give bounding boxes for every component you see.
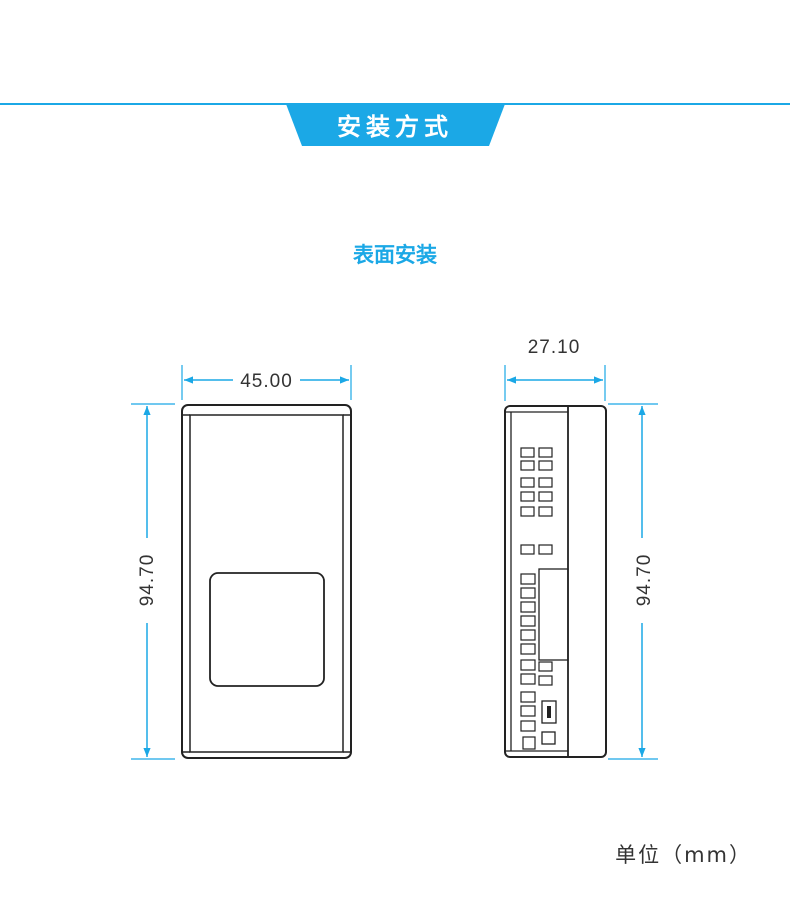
terminal-slot [538, 491, 553, 502]
side-terminal-slots [520, 447, 553, 750]
side-switch [541, 700, 557, 724]
terminal-slot [520, 720, 536, 732]
terminal-slot [538, 506, 553, 517]
side-outer-frame [504, 405, 607, 758]
side-view [504, 405, 607, 758]
terminal-slot [538, 675, 553, 686]
terminal-slot [520, 544, 535, 555]
terminal-slot [520, 601, 536, 613]
terminal-slot [520, 506, 535, 517]
terminal-slot [520, 691, 536, 703]
front-height-dimension: 94.70 [131, 403, 175, 760]
side-height-label: 94.70 [634, 554, 655, 607]
terminal-slot [520, 615, 536, 627]
side-height-dimension: 94.70 [608, 403, 658, 760]
side-depth-label: 27.10 [528, 337, 581, 358]
terminal-slot [538, 661, 553, 672]
terminal-slot [520, 629, 536, 641]
side-led [541, 731, 556, 745]
header-banner [286, 104, 505, 146]
terminal-slot [520, 587, 536, 599]
side-depth-dimension: 27.10 [504, 337, 606, 401]
terminal-slot [538, 447, 553, 458]
terminal-slot [520, 643, 536, 655]
terminal-slot [538, 460, 553, 471]
terminal-slot [520, 460, 535, 471]
terminal-slot [538, 544, 553, 555]
front-height-label: 94.70 [137, 554, 158, 607]
terminal-slot [520, 447, 535, 458]
front-display-window [209, 572, 325, 687]
terminal-slot [522, 736, 536, 750]
terminal-slot [538, 477, 553, 488]
terminal-slot [520, 477, 535, 488]
side-terminal-block [538, 568, 569, 661]
terminal-slot [520, 659, 536, 671]
terminal-slot [520, 573, 536, 585]
terminal-slot [520, 491, 535, 502]
front-width-dimension: 45.00 [181, 365, 352, 400]
front-width-label: 45.00 [240, 371, 293, 392]
front-view [181, 404, 352, 759]
terminal-slot [520, 705, 536, 717]
section-subtitle: 表面安装 [353, 243, 437, 267]
terminal-slot [520, 673, 536, 685]
page-title: 安装方式 [337, 113, 453, 141]
unit-label: 单位（mm） [615, 843, 752, 867]
